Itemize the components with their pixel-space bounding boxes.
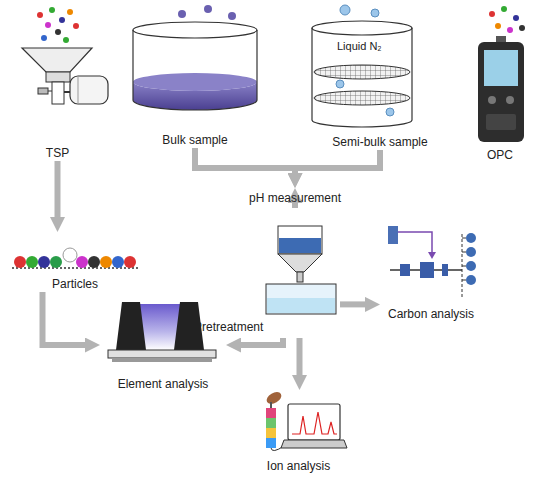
caption-node: Bulk sample <box>125 5 265 148</box>
tsp-sampler <box>22 7 108 104</box>
semi-bulk-cylinder <box>312 5 412 127</box>
vessel-label: Liquid N₂ <box>337 40 382 53</box>
filtration-vessel <box>266 226 336 314</box>
flow-arrow <box>43 292 86 345</box>
caption-text: Semi-bulk sample <box>332 135 427 149</box>
flow-arrow <box>195 148 295 173</box>
flow-arrow <box>295 150 380 173</box>
caption-text: Ion analysis <box>267 459 330 473</box>
caption-text: Element analysis <box>118 377 209 391</box>
caption-node: Semi-bulk sample <box>305 5 455 150</box>
caption-text: Bulk sample <box>162 133 227 147</box>
caption-text: Particles <box>52 277 98 291</box>
caption-node: OPC <box>460 5 540 163</box>
carbon-analyzer <box>388 226 476 298</box>
particles-filter <box>12 248 138 268</box>
caption-text: Pretreatment <box>194 320 263 334</box>
flow-arrow <box>297 338 303 375</box>
bulk-beaker <box>133 5 257 110</box>
caption-text: pH measurement <box>249 191 341 205</box>
caption-node: Pretreatment <box>190 218 340 338</box>
caption-node: Ion analysis <box>250 390 347 474</box>
caption-node: TSP <box>5 5 110 161</box>
caption-text: TSP <box>46 146 69 160</box>
flow-arrow <box>340 301 365 307</box>
flow-arrow <box>241 338 283 345</box>
caption-node: Carbon analysis <box>380 222 482 322</box>
caption-node: Particles <box>10 232 140 292</box>
caption-node: Element analysis <box>100 298 226 392</box>
opc-counter <box>478 6 525 142</box>
caption-text: OPC <box>487 148 513 162</box>
flow-arrow <box>55 161 61 217</box>
caption-node: pH measurement <box>240 188 350 208</box>
caption-text: Carbon analysis <box>388 307 474 321</box>
ion-chromatograph <box>265 390 347 451</box>
